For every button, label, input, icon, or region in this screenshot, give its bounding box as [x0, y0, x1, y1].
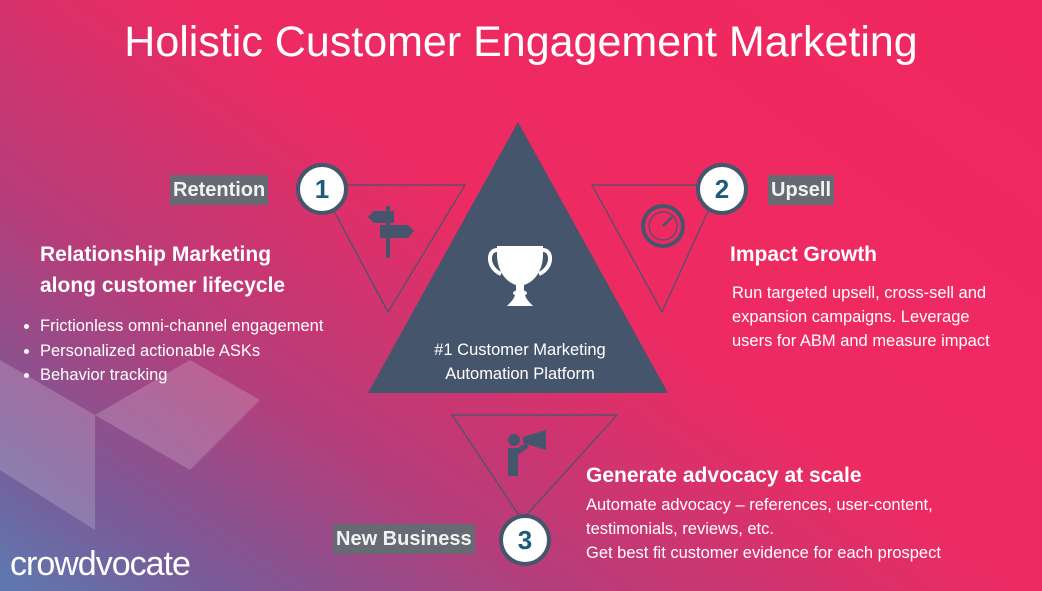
gauge-icon [641, 204, 685, 248]
step-3-heading: Generate advocacy at scale [586, 464, 862, 487]
trophy-icon [488, 246, 552, 306]
step-1-heading-line2: along customer lifecycle [40, 274, 286, 297]
step-2-badge: 2 [696, 163, 748, 215]
description-line: expansion campaigns. Leverage [732, 308, 970, 326]
upsell-tag: Upsell [768, 175, 835, 205]
bullet: Behavior tracking [40, 363, 323, 388]
step-1-badge: 1 [296, 163, 348, 215]
new-business-triangle [450, 414, 619, 521]
step-3-description: Automate advocacy – references, user-con… [586, 493, 941, 565]
megaphone-person-icon [508, 430, 546, 476]
description-line: Get best fit customer evidence for each … [586, 544, 941, 562]
step-1-heading-line1: Relationship Marketing [40, 243, 272, 266]
step-1-bullets: Frictionless omni-channel engagement Per… [16, 314, 323, 388]
bullet: Personalized actionable ASKs [40, 339, 323, 364]
center-caption-line1: #1 Customer Marketing [434, 341, 606, 359]
crowdvocate-logo: crowdvocate [10, 545, 191, 583]
step-1-heading: Relationship Marketing along customer li… [40, 239, 285, 301]
center-caption-line2: Automation Platform [445, 365, 595, 383]
center-caption: #1 Customer Marketing Automation Platfor… [400, 338, 640, 386]
description-line: testimonials, reviews, etc. [586, 520, 774, 538]
signpost-icon [368, 206, 414, 258]
page-title: Holistic Customer Engagement Marketing [124, 18, 918, 66]
step-3-badge: 3 [499, 514, 551, 566]
new-business-tag: New Business [333, 524, 475, 554]
bullet: Frictionless omni-channel engagement [40, 314, 323, 339]
description-line: Run targeted upsell, cross-sell and [732, 284, 987, 302]
retention-tag: Retention [170, 175, 269, 205]
description-line: users for ABM and measure impact [732, 332, 990, 350]
step-2-description: Run targeted upsell, cross-sell and expa… [732, 281, 990, 353]
upsell-triangle [590, 184, 721, 314]
decorative-triangles [0, 360, 260, 530]
retention-triangle [318, 184, 467, 314]
description-line: Automate advocacy – references, user-con… [586, 496, 933, 514]
step-2-heading: Impact Growth [730, 243, 878, 266]
